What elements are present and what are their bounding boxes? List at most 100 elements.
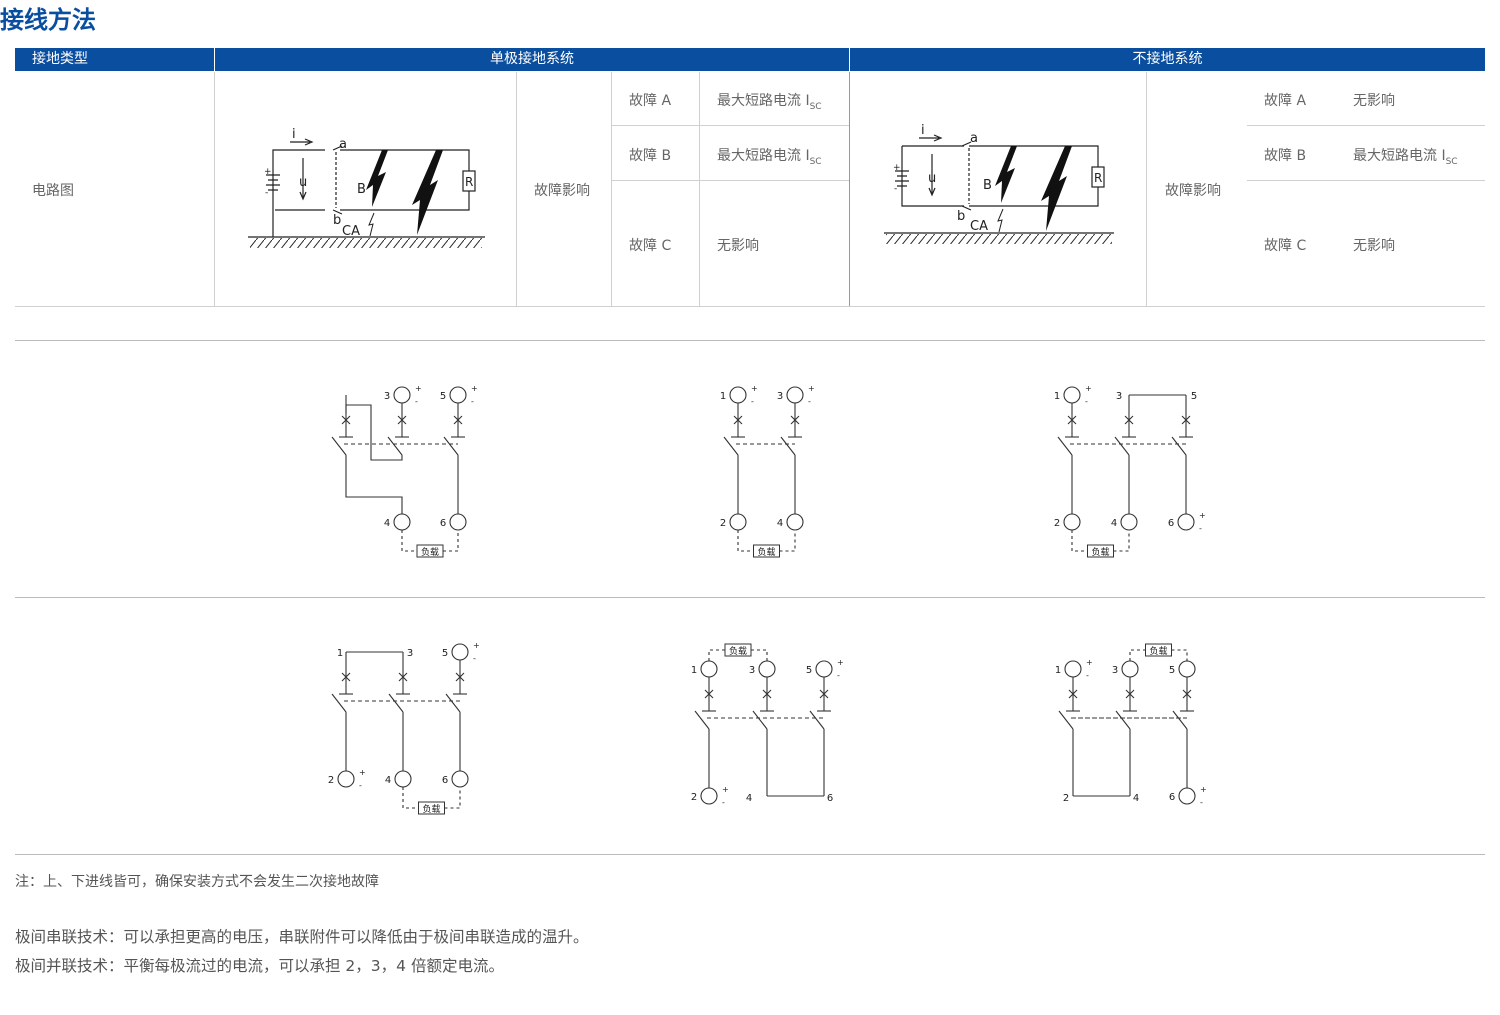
terminal-label: 4	[384, 518, 390, 529]
terminal-circle	[729, 513, 747, 531]
contact-x	[397, 415, 407, 425]
divider	[699, 72, 700, 307]
switch-blade	[445, 693, 461, 713]
terminal-label: 3	[777, 391, 783, 402]
svg-text:-: -	[265, 188, 268, 198]
terminal-label: 1	[1055, 665, 1061, 676]
contact-x	[762, 689, 772, 699]
fault-effect: 无影响	[717, 238, 759, 254]
page-title: 接线方法	[0, 6, 96, 34]
resistor-label: R	[465, 175, 473, 189]
terminal-label: 2	[1054, 518, 1060, 529]
switch-blade	[694, 710, 710, 730]
load-box	[1087, 544, 1114, 558]
fault-name: 故障 A	[1264, 93, 1307, 109]
voltage-label: u	[299, 175, 307, 190]
terminal-label: 3	[749, 665, 755, 676]
contact-x	[733, 415, 743, 425]
polarity-minus: -	[722, 798, 725, 807]
parallel-technique: 极间并联技术：平衡每极流过的电流，可以承担 2，3，4 倍额定电流。	[15, 957, 504, 975]
svg-text:+: +	[893, 163, 901, 173]
circuit-ungrounded: i u a b B CA R + -	[884, 123, 1114, 244]
fault-name: 故障 C	[629, 238, 672, 254]
circuit-single-pole: i u a b B CA R + -	[248, 127, 485, 248]
terminal-circle	[449, 386, 467, 404]
terminal-label: 2	[691, 792, 697, 803]
terminal-circle	[451, 643, 469, 661]
terminal-label: 5	[1169, 665, 1175, 676]
contact-x	[1181, 415, 1191, 425]
contact-x	[341, 672, 351, 682]
terminal-label: 2	[720, 518, 726, 529]
terminal-label: 5	[1191, 391, 1197, 402]
polarity-plus: +	[1199, 511, 1206, 520]
divider	[1247, 125, 1485, 126]
terminal-circle	[394, 770, 412, 788]
polarity-plus: +	[722, 785, 729, 794]
terminal-label: 4	[1111, 518, 1117, 529]
switch-blade	[331, 693, 347, 713]
polarity-plus: +	[808, 384, 815, 393]
polarity-plus: +	[471, 384, 478, 393]
load-box	[416, 544, 444, 558]
terminal-circle	[700, 660, 718, 678]
terminal-label: 5	[806, 665, 812, 676]
terminal-label: 5	[442, 648, 448, 659]
polarity-plus: +	[359, 768, 366, 777]
polarity-minus: -	[1085, 397, 1088, 406]
polarity-plus: +	[1086, 658, 1093, 667]
fault-ca-label: CA	[970, 219, 988, 234]
polarity-minus: -	[808, 397, 811, 406]
terminal-label: 3	[1116, 391, 1122, 402]
terminal-circle	[1064, 660, 1082, 678]
wire	[345, 455, 403, 514]
terminal-label: 4	[777, 518, 783, 529]
terminal-circle	[1063, 513, 1081, 531]
fault-effect: 最大短路电流 ISC	[1353, 148, 1458, 167]
point-b-label: b	[333, 213, 341, 228]
fault-effect: 无影响	[1353, 238, 1395, 254]
contact-x	[1068, 689, 1078, 699]
switch-blade	[809, 710, 825, 730]
fault-effect: 最大短路电流 ISC	[717, 93, 822, 112]
terminal-label: 1	[1054, 391, 1060, 402]
switch-blade	[1057, 436, 1073, 456]
fault-name: 故障 C	[1264, 238, 1307, 254]
fault-name: 故障 B	[1264, 148, 1307, 164]
terminal-label: 1	[691, 665, 697, 676]
terminal-circle	[1178, 787, 1196, 805]
circuit-diagrams: i u a b B CA R + - i u a b B CA R + -	[248, 123, 1114, 248]
contact-x	[819, 689, 829, 699]
divider	[214, 72, 215, 307]
switch-blade	[780, 436, 796, 456]
fault-name: 故障 B	[629, 148, 672, 164]
switch-blade	[1115, 710, 1131, 730]
svg-text:-: -	[894, 184, 897, 194]
divider	[1247, 180, 1485, 181]
contact-x	[790, 415, 800, 425]
row-label-circuit: 电路图	[32, 183, 74, 199]
terminal-label: 6	[1169, 792, 1175, 803]
switch-blade	[331, 436, 347, 456]
terminal-label: 4	[385, 775, 391, 786]
terminal-circle	[700, 787, 718, 805]
terminal-circle	[729, 386, 747, 404]
load-label: 负载	[729, 645, 747, 657]
terminal-label: 3	[384, 391, 390, 402]
terminal-circle	[1121, 660, 1139, 678]
load-wire	[737, 530, 796, 552]
load-box	[753, 544, 780, 558]
terminal-label: 1	[720, 391, 726, 402]
switch-blade	[443, 436, 459, 456]
divider	[15, 306, 1485, 307]
terminal-label: 4	[746, 793, 752, 804]
divider	[612, 125, 849, 126]
terminal-circle	[451, 770, 469, 788]
terminal-circle	[449, 513, 467, 531]
terminal-label: 4	[1133, 793, 1139, 804]
load-label: 负载	[422, 803, 440, 815]
point-b-label: b	[957, 209, 965, 224]
contact-x	[1124, 415, 1134, 425]
contact-x	[1125, 689, 1135, 699]
switch-blade	[752, 710, 768, 730]
